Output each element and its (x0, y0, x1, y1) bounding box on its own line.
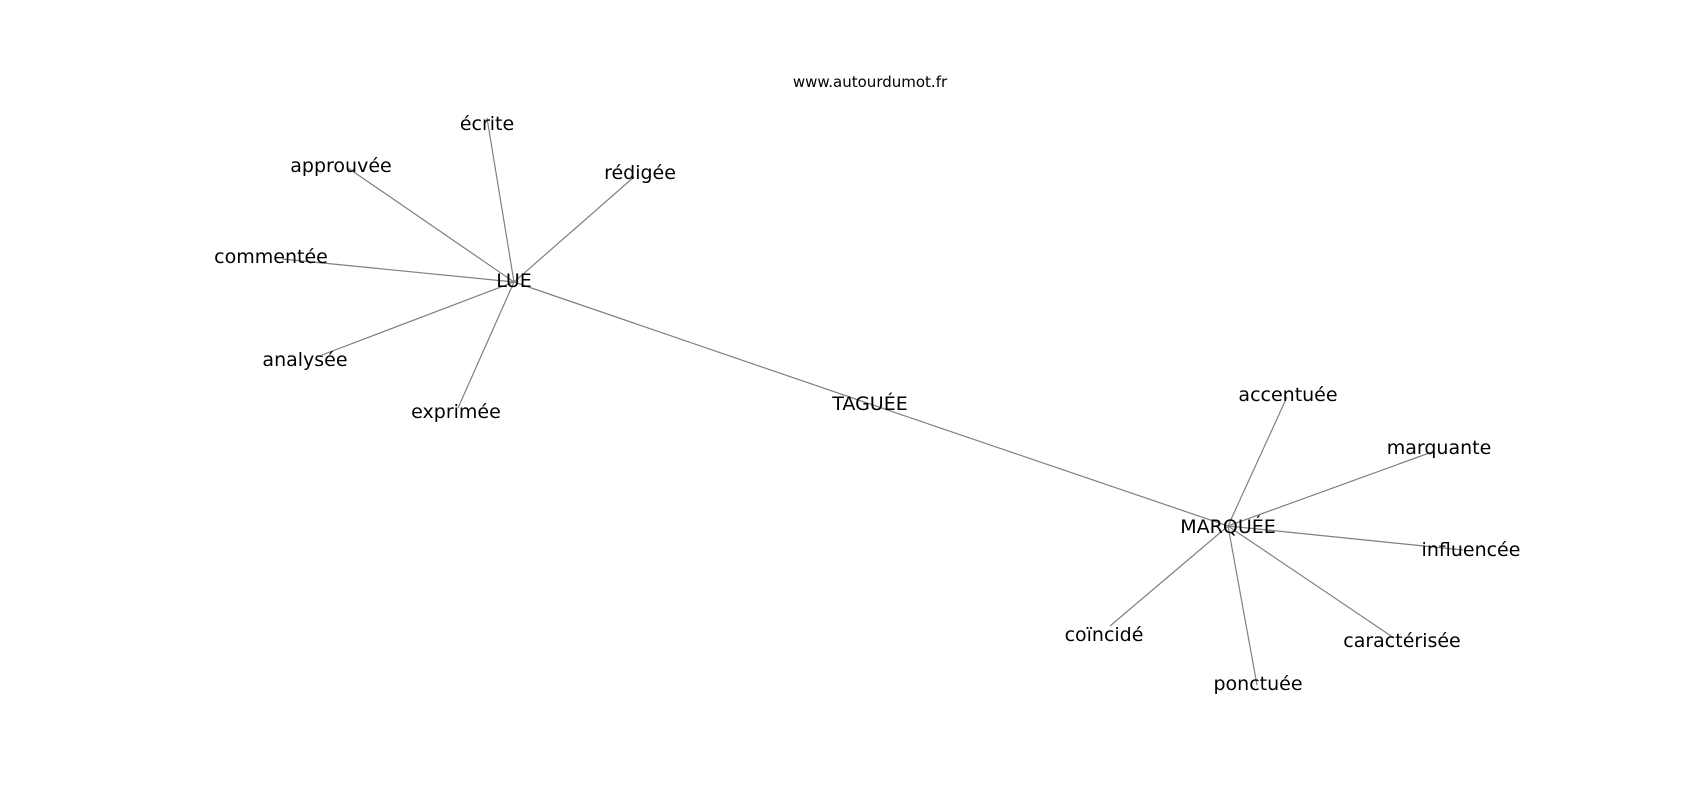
edge-marquee-caracterisee (1227, 525, 1395, 639)
node-lue: LUE (496, 270, 532, 292)
node-redigee: rédigée (604, 162, 676, 184)
node-marquante: marquante (1387, 437, 1492, 459)
node-commentee: commentée (214, 246, 328, 268)
node-analysee: analysée (262, 349, 347, 371)
edge-tag-marquee (869, 403, 1229, 527)
edge-marquee-influencee (1227, 525, 1464, 551)
node-exprimee: exprimée (411, 401, 501, 423)
node-marquee: MARQUÉE (1180, 515, 1275, 538)
node-ecrite: écrite (460, 113, 514, 135)
node-influencee: influencée (1422, 539, 1521, 561)
nodes: TAGUÉE LUE MARQUÉE écrite approuvée rédigée co… (214, 113, 1520, 695)
edge-lue-commentee (281, 258, 515, 283)
edge-lue-approuvee (347, 167, 515, 283)
node-approuvee: approuvée (290, 155, 391, 177)
edge-marquee-ponctuee (1227, 525, 1258, 686)
node-accentuee: accentuée (1238, 384, 1337, 406)
edge-marquee-marquante (1227, 451, 1433, 527)
edge-lue-exprimee (457, 281, 515, 409)
edge-lue-redigee (513, 176, 635, 283)
edge-lue-tag (513, 281, 871, 405)
site-watermark: www.autourdumot.fr (793, 73, 948, 91)
edge-marquee-accentuee (1227, 396, 1288, 527)
node-caracterisee: caractérisée (1343, 630, 1461, 652)
edges (281, 117, 1464, 686)
edge-marquee-coincide (1109, 525, 1229, 627)
node-tag: TAGUÉE (831, 392, 907, 415)
node-coincide: coïncidé (1065, 624, 1144, 646)
node-ponctuee: ponctuée (1213, 673, 1302, 695)
edge-lue-analysee (321, 281, 515, 356)
edge-lue-ecrite (486, 117, 515, 283)
